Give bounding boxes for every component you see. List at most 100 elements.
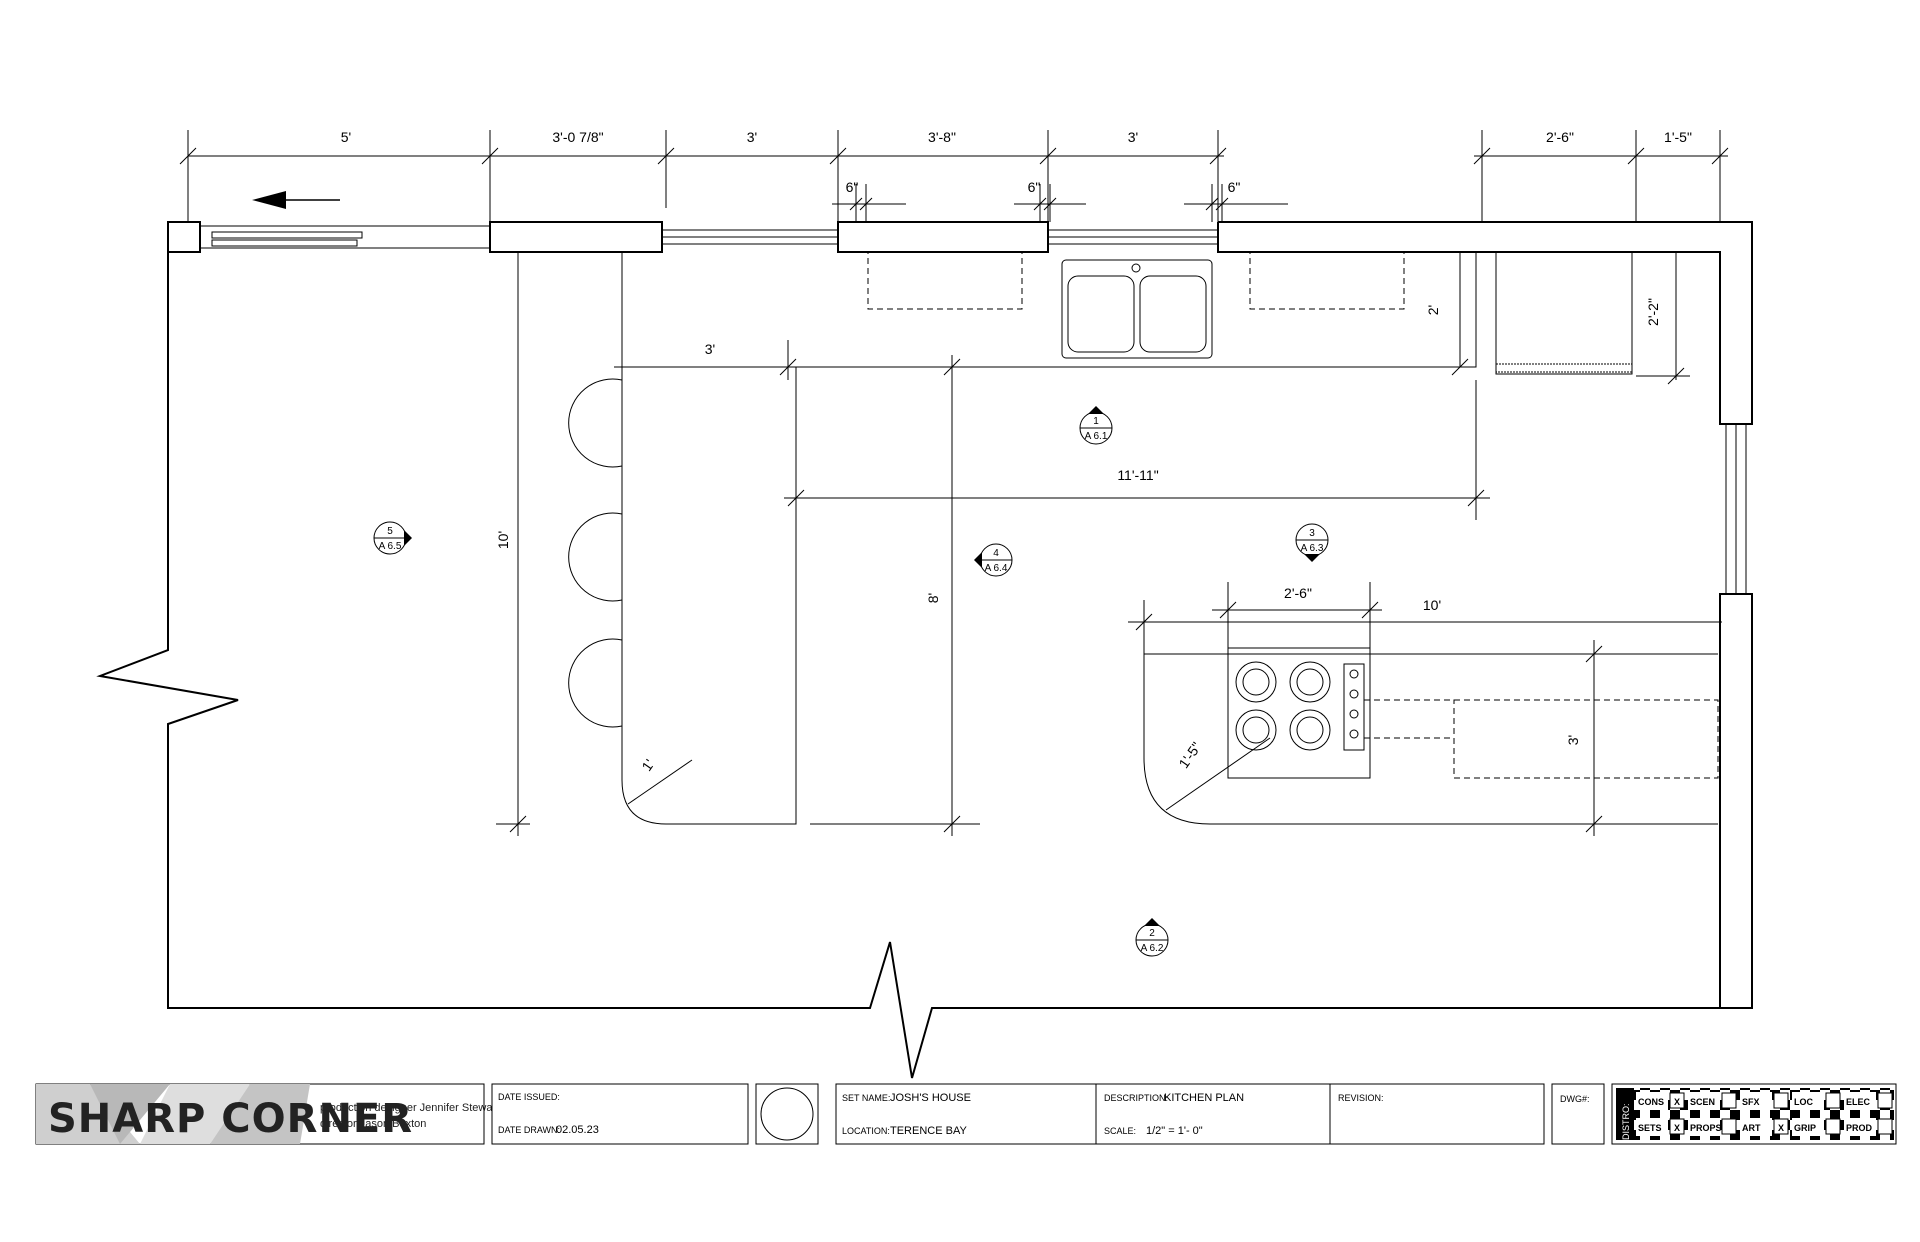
dim-top-2: 3'-0 7/8": [552, 129, 603, 145]
dim-bar-radius: 1': [638, 756, 657, 774]
distro-checkbox[interactable]: [1877, 1092, 1893, 1109]
dwg-panel: DWG#:: [1551, 1083, 1605, 1145]
wall-segment-a: [489, 221, 663, 253]
distro-checkbox[interactable]: [1825, 1092, 1841, 1109]
double-sink-icon: [1061, 259, 1213, 359]
distro-checkbox[interactable]: [1773, 1092, 1789, 1109]
distro-panel: DISTRO: CONS X SCEN SFX LOC ELEC SETS X PROPS ART…: [1611, 1083, 1897, 1145]
date-drawn-label: DATE DRAWN:: [498, 1125, 560, 1135]
svg-text:5: 5: [387, 526, 393, 537]
elevation-tag-3: 3 A 6.3: [1295, 523, 1329, 562]
dim-top-7: 1'-5": [1664, 129, 1692, 145]
back-counter: [621, 252, 1477, 368]
bar-peninsula: [621, 367, 797, 825]
distro-item-props: PROPS: [1690, 1123, 1722, 1133]
brand-panel: SHARP CORNER production designer Jennife…: [35, 1083, 499, 1145]
wall-segment-left: [167, 221, 201, 253]
description-label: DESCRIPTION:: [1104, 1093, 1168, 1103]
svg-text:3: 3: [1309, 528, 1315, 539]
dim-bar-length: 10': [495, 531, 511, 549]
burners: [1235, 661, 1331, 751]
date-drawn-value: 02.05.23: [556, 1124, 599, 1136]
dim-bar-width: 3': [705, 341, 715, 357]
location-label: LOCATION:: [842, 1126, 890, 1136]
distro-label-bg: [1636, 1092, 1668, 1110]
svg-text:2: 2: [1149, 928, 1155, 939]
distro-check-mark: X: [1674, 1123, 1680, 1133]
scale-value: 1/2" = 1'- 0": [1146, 1125, 1203, 1137]
svg-text:1: 1: [1093, 416, 1099, 427]
svg-text:A 6.4: A 6.4: [985, 563, 1008, 574]
stool-3: [568, 638, 623, 728]
distro-label-bg: [1792, 1092, 1824, 1110]
title-block: SHARP CORNER production designer Jennife…: [35, 1083, 1897, 1145]
distro-checkbox[interactable]: [1669, 1118, 1685, 1135]
cabinet-outline: [1249, 251, 1405, 310]
dimension-lines: [179, 130, 1729, 836]
distro-item-sets: SETS: [1638, 1123, 1662, 1133]
dwg-label: DWG#:: [1560, 1094, 1590, 1104]
wall-segment-b: [837, 221, 1049, 253]
refrigerator: [1495, 252, 1633, 375]
wall-corner-right: [1217, 221, 1753, 425]
set-name-label: SET NAME:: [842, 1093, 890, 1103]
date-issued-label: DATE ISSUED:: [498, 1092, 560, 1102]
distro-label-bg: [1740, 1092, 1772, 1110]
director-credit: director Jason Buxton: [320, 1118, 426, 1130]
dim-overall-width: 11'-11": [1117, 467, 1158, 483]
dim-offset-1: 6": [846, 179, 859, 195]
windows: [199, 225, 1747, 595]
room-outline: [96, 222, 1724, 1079]
stool-2: [568, 512, 623, 602]
svg-text:A 6.2: A 6.2: [1141, 943, 1164, 954]
distro-item-sfx: SFX: [1742, 1097, 1760, 1107]
dim-fridge-depth: 2'-2": [1645, 298, 1661, 326]
counters: [621, 251, 1719, 825]
dates-panel: DATE ISSUED: DATE DRAWN: 02.05.23: [491, 1083, 749, 1145]
cooktop-icon: [1227, 647, 1371, 779]
distro-label: DISTRO:: [1621, 1103, 1631, 1140]
distro-item-elec: ELEC: [1846, 1097, 1871, 1107]
distro-item-art: ART: [1742, 1123, 1761, 1133]
svg-text:A 6.5: A 6.5: [379, 541, 402, 552]
distro-item-prod: PROD: [1846, 1123, 1873, 1133]
dishwasher-outline: [867, 251, 1023, 310]
distro-label-bg: [1740, 1118, 1772, 1136]
brand-logo: SHARP CORNER: [48, 1096, 413, 1142]
distro-item-loc: LOC: [1794, 1097, 1813, 1107]
designer-credit: production designer Jennifer Stewart: [320, 1102, 499, 1114]
dim-island-length: 10': [1423, 597, 1441, 613]
distro-checkbox[interactable]: [1721, 1118, 1737, 1135]
dim-top-1: 5': [341, 129, 351, 145]
distro-item-cons: CONS: [1638, 1097, 1664, 1107]
distro-checkbox[interactable]: [1877, 1118, 1893, 1135]
distro-checkbox[interactable]: [1773, 1118, 1789, 1135]
set-info-panel: SET NAME: JOSH'S HOUSE LOCATION: TERENCE…: [835, 1083, 1545, 1145]
distro-label-bg: [1688, 1118, 1720, 1136]
distro-check-mark: X: [1778, 1123, 1784, 1133]
dim-top-6: 2'-6": [1546, 129, 1574, 145]
location-value: TERENCE BAY: [890, 1125, 967, 1137]
kitchen-island: [1143, 653, 1718, 825]
elevation-tag-5: 5 A 6.5: [373, 521, 412, 555]
sliding-door: [199, 225, 491, 249]
elevation-tag-4: 4 A 6.4: [974, 543, 1013, 577]
wall-segment-right-lower: [1719, 593, 1753, 1009]
dim-top-4: 3'-8": [928, 129, 956, 145]
distro-checkbox[interactable]: [1669, 1092, 1685, 1109]
stamp-panel: [755, 1083, 819, 1145]
set-name-value: JOSH'S HOUSE: [890, 1092, 971, 1104]
distro-checkbox[interactable]: [1825, 1118, 1841, 1135]
dim-cooktop-width: 2'-6": [1284, 585, 1312, 601]
svg-text:4: 4: [993, 548, 999, 559]
distro-label-bg: [1688, 1092, 1720, 1110]
distro-item-scen: SCEN: [1690, 1097, 1715, 1107]
svg-text:A 6.1: A 6.1: [1085, 431, 1108, 442]
distro-label-bg: [1636, 1118, 1668, 1136]
distro-label-bg: [1844, 1092, 1876, 1110]
dim-counter-depth: 2': [1425, 305, 1441, 315]
description-value: KITCHEN PLAN: [1164, 1092, 1244, 1104]
distro-checkbox[interactable]: [1721, 1092, 1737, 1109]
